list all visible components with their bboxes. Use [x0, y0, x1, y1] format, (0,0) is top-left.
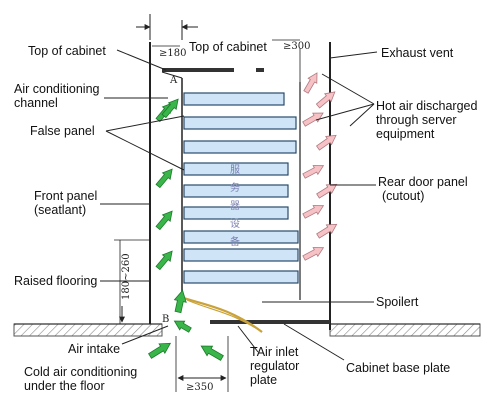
hot-air-arrow — [315, 91, 336, 109]
server-slab — [183, 270, 299, 284]
label-exhaust-vent: Exhaust vent — [381, 46, 454, 60]
cabinet-base-plate — [210, 320, 330, 324]
server-slab — [183, 184, 289, 198]
server-slab — [183, 162, 289, 176]
cold-air-arrow — [147, 342, 172, 359]
server-text-5: 备 — [230, 235, 240, 248]
label-hot-air-2: through server — [376, 113, 457, 127]
dim-floor-height: 180~260 — [121, 253, 132, 300]
label-rear-door-panel-1: Rear door panel — [378, 175, 468, 189]
label-top-of-cabinet-left: Top of cabinet — [28, 44, 106, 58]
label-rear-door-panel-2: (cutout) — [382, 189, 424, 203]
label-air-inlet-regulator-1: TAir inlet — [250, 345, 299, 359]
cold-air-arrow — [155, 210, 173, 231]
raised-floor — [13, 323, 481, 337]
label-cabinet-base-plate: Cabinet base plate — [346, 361, 450, 375]
server-slab — [183, 116, 297, 130]
label-hot-air-3: equipment — [376, 127, 435, 141]
server-text-3: 器 — [230, 200, 240, 212]
server-slab — [183, 206, 289, 220]
hot-air-arrow — [302, 247, 325, 261]
hot-air-arrow — [302, 205, 325, 219]
server-slab — [183, 92, 285, 106]
label-air-inlet-regulator-2: regulator — [250, 359, 299, 373]
label-top-of-cabinet-center: Top of cabinet — [189, 40, 267, 54]
hot-air-arrow — [303, 72, 318, 94]
dim-top-gap: ≥180 — [159, 48, 186, 59]
label-air-inlet-regulator-3: plate — [250, 373, 277, 387]
label-hot-air-1: Hot air discharged — [376, 99, 477, 113]
server-slab — [183, 248, 299, 262]
cold-air-arrows — [147, 98, 224, 361]
marker-b: B — [162, 314, 169, 325]
server-text-2: 务 — [230, 181, 240, 194]
server-slab — [183, 230, 299, 244]
label-air-conditioning-channel-1: Air conditioning — [14, 82, 100, 96]
leader-lines — [100, 49, 378, 361]
dim-bottom-gap: ≥350 — [186, 382, 213, 393]
label-cold-air-2: under the floor — [24, 379, 105, 393]
server-text-1: 服 — [230, 164, 240, 176]
cold-air-arrow — [173, 289, 187, 314]
label-air-conditioning-channel-2: channel — [14, 96, 58, 110]
dimension-lines — [114, 14, 331, 392]
hot-air-arrow — [316, 134, 337, 151]
cold-air-arrow — [173, 320, 192, 333]
label-spoilert: Spoilert — [376, 295, 419, 309]
spoiler — [183, 296, 263, 333]
hot-air-arrow — [316, 183, 338, 199]
label-front-panel-2: (seatlant) — [34, 203, 86, 217]
label-raised-flooring: Raised flooring — [14, 274, 97, 288]
cold-air-arrow — [161, 98, 179, 119]
hot-air-arrow — [302, 112, 324, 127]
hot-air-arrows — [302, 72, 338, 261]
dim-rear-gap: ≥300 — [283, 41, 310, 52]
label-front-panel-1: Front panel — [34, 189, 97, 203]
server-text-4: 设 — [230, 218, 240, 230]
hot-air-arrow — [316, 223, 338, 239]
hot-air-arrow — [302, 165, 325, 179]
cold-air-arrow — [155, 250, 173, 271]
cold-air-arrow — [200, 345, 224, 361]
cold-air-arrow — [155, 168, 173, 189]
server-equipment — [183, 92, 299, 284]
label-air-intake: Air intake — [68, 342, 120, 356]
marker-a: A — [169, 75, 178, 86]
label-cold-air-1: Cold air conditioning — [24, 365, 137, 379]
label-false-panel: False panel — [30, 124, 95, 138]
server-slab — [183, 140, 297, 154]
